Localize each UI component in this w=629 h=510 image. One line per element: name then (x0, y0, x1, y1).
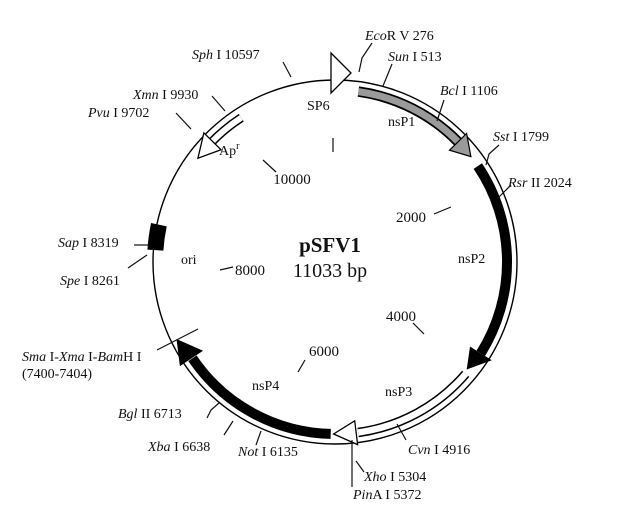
leader-pvui (175, 112, 192, 130)
scale-tick-4000 (412, 322, 425, 335)
scale-tick-10000 (262, 159, 277, 173)
leader-spei (127, 254, 148, 269)
site-label-pvui: Pvu I 9702 (87, 106, 149, 121)
nsp4-label: nsP4 (252, 379, 279, 394)
site-label-xbai: Xba I 6638 (147, 440, 210, 455)
nsp3-gene-arc (357, 371, 469, 436)
site-label-spei: Spe I 8261 (60, 274, 120, 289)
nsp3-open-arrowhead (332, 419, 359, 446)
leader-ssti (485, 144, 500, 166)
scale-label-4000: 4000 (386, 309, 416, 325)
leader-bcli (436, 99, 445, 122)
plasmid-title: pSFV1 11033 bp (293, 233, 367, 282)
scale-tick-2000 (433, 206, 452, 215)
site-label-sma-xma-bamh: Sma I-Xma I-BamH I (22, 350, 142, 365)
site-label-rsrii: Rsr II 2024 (507, 176, 572, 191)
scale-label-6000: 6000 (309, 344, 339, 360)
nsp2-arrowhead (466, 346, 492, 370)
site-label-bglii: Bgl II 6713 (118, 407, 182, 422)
gene-arcs (147, 51, 513, 446)
site-label-ssti: Sst I 1799 (493, 130, 549, 145)
nsp2-gene-arc (473, 163, 513, 356)
plasmid-size: 11033 bp (293, 260, 367, 282)
nsp3-label: nsP3 (385, 385, 412, 400)
leader-xmni (211, 95, 226, 112)
site-label-ecorv: EcoR V 276 (364, 29, 434, 44)
nsp2-label: nsP2 (458, 252, 485, 267)
scale-tick-8000 (219, 266, 234, 271)
leader-cvni (396, 423, 407, 441)
site-label-cvni: Cvn I 4916 (408, 443, 470, 458)
scale-ticks (219, 138, 452, 373)
site-label-noti: Not I 6135 (237, 445, 298, 460)
leader-sma-xma-bamh (156, 328, 199, 351)
ap-resistance-label: Apr (219, 141, 240, 159)
leader-ecorv (358, 42, 373, 73)
ap-gene-arc (209, 115, 243, 145)
ori-label: ori (181, 253, 197, 268)
leader-sphi (282, 61, 292, 78)
scale-label-8000: 8000 (235, 263, 265, 279)
leader-suni (382, 63, 393, 87)
sp6-promoter-arrow (330, 51, 352, 95)
site-label-xhoi: Xho I 5304 (363, 470, 426, 485)
site-label-suni: Sun I 513 (388, 50, 442, 65)
site-label-xmni: Xmn I 9930 (132, 88, 198, 103)
leader-xbai (223, 420, 234, 436)
site-label-pinai: PinA I 5372 (352, 488, 421, 503)
feature-labels: SP6 nsP1 nsP2 nsP3 nsP4 Apr ori (181, 99, 485, 400)
leader-noti (255, 430, 262, 446)
scale-labels: 2000 4000 6000 8000 10000 (235, 172, 426, 360)
nsp1-label: nsP1 (388, 115, 415, 130)
leader-bglii (206, 402, 220, 419)
nsp1-gene-arc (357, 88, 461, 145)
site-label-bcli: Bcl I 1106 (440, 84, 498, 99)
ori-marker-box (147, 223, 167, 251)
nsp4-gene-arc (188, 355, 331, 439)
sp6-label: SP6 (307, 99, 330, 114)
nsp1-arrowhead (448, 132, 472, 158)
site-label-sma-range: (7400-7404) (22, 367, 92, 382)
site-label-sapi: Sap I 8319 (58, 236, 119, 251)
leader-lines (127, 42, 512, 487)
site-labels: EcoR V 276 Sun I 513 Bcl I 1106 Sst I 17… (22, 29, 572, 503)
plasmid-name: pSFV1 (299, 233, 361, 257)
ap-open-arrowhead (196, 131, 223, 160)
leader-rsrii (496, 184, 512, 200)
scale-label-10000: 10000 (273, 172, 311, 188)
nsp4-arrowhead (176, 338, 204, 367)
scale-label-2000: 2000 (396, 210, 426, 226)
site-label-sphi: Sph I 10597 (192, 48, 260, 63)
scale-tick-6000 (297, 359, 306, 373)
leader-xhoi (355, 460, 365, 473)
